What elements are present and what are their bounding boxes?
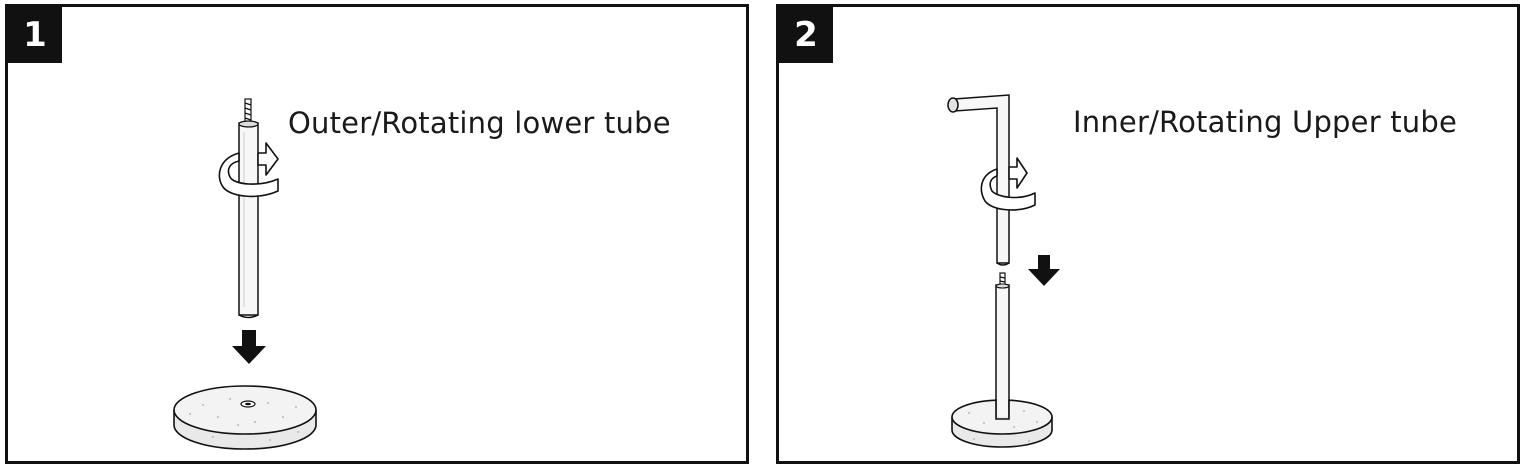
step-1-illustration [173, 98, 317, 450]
step-2-panel: 2 Inner/Rotating Upper tube [776, 4, 1520, 464]
rotate-arrow-icon [218, 142, 279, 198]
inner-upper-tube [947, 94, 1010, 266]
step-caption: Inner/Rotating Upper tube [1073, 105, 1458, 139]
step-2-illustration [947, 94, 1060, 448]
down-arrow-icon [232, 330, 266, 364]
threaded-stud [999, 272, 1006, 286]
step-caption: Outer/Rotating lower tube [288, 106, 671, 140]
step-number-badge: 2 [779, 7, 833, 63]
outer-lower-tube [238, 120, 259, 319]
lower-tube-assembled [995, 283, 1010, 422]
rotate-arrow-icon [980, 157, 1036, 211]
step-number-badge: 1 [8, 7, 62, 63]
down-arrow-icon [1028, 255, 1060, 286]
threaded-stud [244, 98, 252, 126]
step-1-panel: 1 Outer/Rotating lower tube [5, 4, 749, 464]
stone-base [173, 385, 317, 450]
stone-base [951, 399, 1053, 448]
